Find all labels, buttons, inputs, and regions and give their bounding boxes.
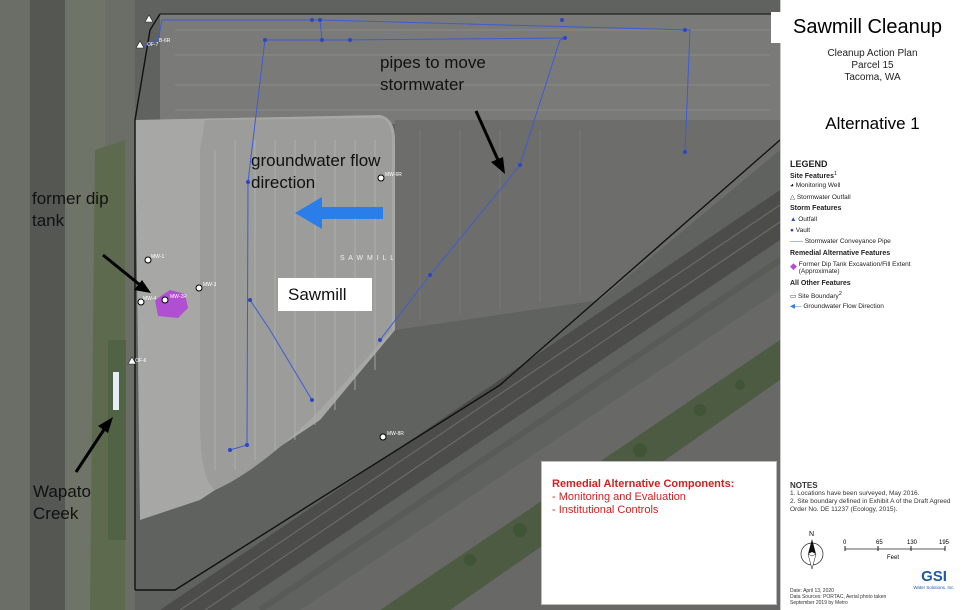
footer-line: Data Sources: PORTAC, Aerial photo taken	[790, 594, 887, 600]
well-label: OF-7	[147, 42, 159, 48]
outfall-triangle-icon: △	[790, 194, 795, 201]
well-labels: MW-1 MW-3 MW-4 MW-2R MW-6R MW-8R OF-7 OF…	[135, 38, 404, 437]
outfall-markers	[127, 14, 154, 365]
map-title: Sawmill Cleanup	[771, 12, 963, 43]
remedial-components-box: Remedial Alternative Components: - Monit…	[541, 461, 777, 605]
subtitle-line: Tacoma, WA	[844, 72, 901, 83]
legend-item: Monitoring Well	[795, 182, 841, 189]
sawmill-callout: Sawmill	[278, 278, 372, 311]
site-map[interactable]: MW-1 MW-3 MW-4 MW-2R MW-6R MW-8R OF-7 OF…	[0, 0, 780, 610]
well-label: MW-8R	[387, 431, 404, 437]
well-label: MW-6R	[385, 172, 402, 178]
site-boundary-icon: ▭	[790, 293, 797, 301]
note-line: 2. Site boundary defined in Exhibit A of…	[790, 498, 951, 513]
legend-title: LEGEND	[790, 159, 828, 169]
monitoring-wells	[137, 174, 387, 441]
well-label: MW-3	[203, 282, 216, 288]
vault-markers	[228, 18, 687, 452]
map-info-panel: Sawmill Cleanup Cleanup Action Plan Parc…	[771, 0, 963, 610]
notes: NOTES 1. Locations have been surveyed, M…	[790, 482, 960, 514]
legend-item: Site Boundary	[797, 293, 839, 301]
legend-item: Outfall	[798, 216, 818, 223]
stormwater-pipes	[139, 19, 691, 451]
groundwater-callout: groundwater flow direction	[251, 151, 381, 192]
well-label: MW-1	[151, 254, 164, 260]
pipes-callout: pipes to move stormwater	[380, 53, 486, 94]
map-footer: Date: April 13, 2020 Data Sources: PORTA…	[790, 588, 886, 606]
svg-text:65: 65	[876, 540, 883, 546]
legend-item: Stormwater Outfall	[796, 194, 851, 201]
alternative-label: Alternative 1	[825, 114, 920, 133]
scale-bar: 0 65 130 195 Feet	[843, 540, 950, 561]
svg-text:0: 0	[843, 540, 847, 546]
gsi-logo: GSI Water Solutions, Inc.	[909, 568, 959, 590]
remedial-item: - Institutional Controls	[552, 504, 659, 516]
svg-text:195: 195	[939, 540, 950, 546]
svg-text:Feet: Feet	[887, 555, 899, 561]
aerial-map: MW-1 MW-3 MW-4 MW-2R MW-6R MW-8R OF-7 OF…	[0, 0, 780, 610]
legend-item: Groundwater Flow Direction	[803, 303, 884, 310]
legend-item: Stormwater Conveyance Pipe	[804, 238, 891, 245]
footer-line: September 2019 by Metro	[790, 600, 848, 606]
well-label: MW-4	[143, 296, 156, 302]
creek-callout: Wapato Creek	[33, 482, 91, 523]
legend-section: Remedial Alternative Features	[790, 250, 891, 257]
pipe-line-icon: ——	[790, 238, 803, 245]
note-line: 1. Locations have been surveyed, May 201…	[790, 490, 920, 497]
subtitle-line: Cleanup Action Plan	[827, 48, 918, 59]
well-label: B-6R	[159, 38, 171, 44]
well-label: OF-6	[135, 358, 147, 364]
groundwater-arrow	[295, 197, 383, 229]
outfall-icon: ▲	[790, 216, 797, 223]
legend-item: Vault	[795, 227, 811, 234]
north-arrow-icon: N	[800, 531, 824, 570]
legend-section: All Other Features	[790, 280, 851, 287]
callout-arrows	[74, 110, 505, 473]
legend-item: Former Dip Tank Excavation/Fill Extent (…	[798, 261, 911, 275]
vault-icon: ●	[790, 227, 794, 234]
svg-text:N: N	[809, 531, 814, 538]
remedial-item: - Monitoring and Evaluation	[552, 491, 686, 503]
road-label: S A W M I L L	[340, 255, 395, 262]
remedial-heading: Remedial Alternative Components:	[552, 478, 735, 490]
dip-tank-icon: ◆	[790, 261, 797, 271]
logo-name: Water Solutions, Inc.	[913, 585, 955, 590]
legend-section: Site Features	[790, 173, 834, 181]
notes-title: NOTES	[790, 481, 818, 490]
logo-mark: GSI	[921, 568, 947, 585]
subtitle-line: Parcel 15	[851, 60, 894, 71]
legend-section: Storm Features	[790, 205, 842, 212]
monitoring-well-icon: ◕	[790, 182, 794, 189]
dip-tank-callout: former dip tank	[32, 189, 109, 230]
svg-text:130: 130	[907, 540, 918, 546]
footer-line: Date: April 13, 2020	[790, 588, 834, 594]
flow-arrow-icon: ◀—	[790, 303, 802, 310]
well-label: MW-2R	[170, 294, 187, 300]
